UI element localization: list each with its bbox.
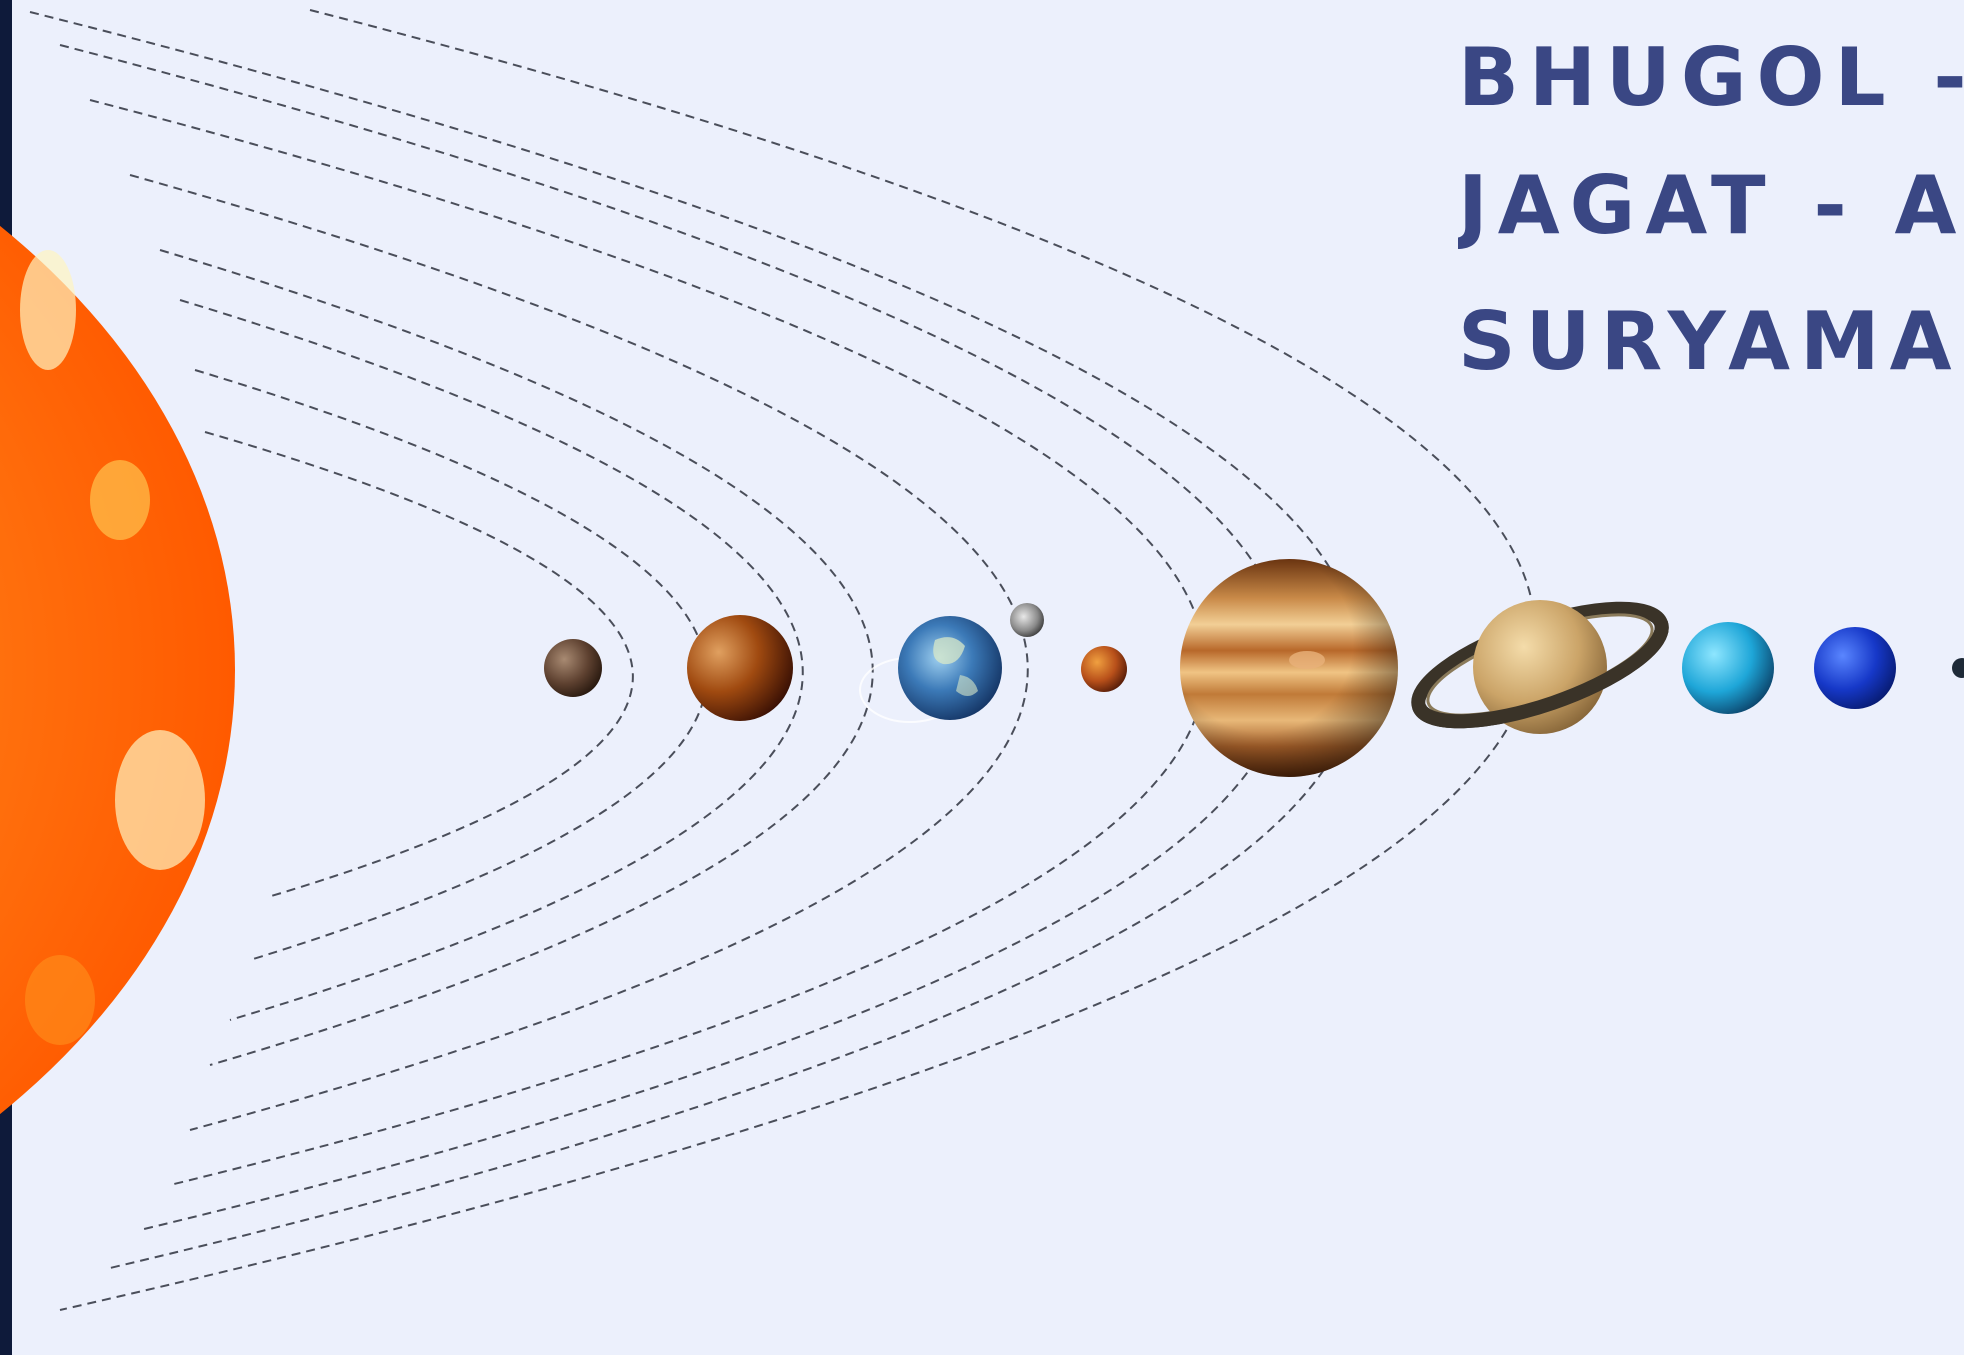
orbit-5 [129, 174, 1029, 1131]
uranus [1682, 622, 1774, 714]
orbit-2 [194, 369, 708, 961]
orbit-8 [29, 11, 1362, 1269]
moon [1010, 603, 1044, 637]
title-line-1: BHUGOL - [1458, 31, 1964, 124]
title-line-2: JAGAT - A [1458, 159, 1964, 252]
neptune [1814, 627, 1896, 709]
orbit-3 [179, 299, 804, 1021]
orbit-6 [89, 99, 1207, 1186]
orbit-4 [159, 249, 874, 1066]
mars [1081, 646, 1127, 692]
orbit-1 [204, 431, 634, 898]
page-title: BHUGOL - JAGAT - A SURYAMAL [1458, 18, 1964, 378]
saturn [1411, 600, 1669, 734]
title-line-3: SURYAMAL [1458, 295, 1964, 378]
orbit-7 [59, 44, 1289, 1231]
earth [859, 616, 1002, 723]
pluto [1952, 658, 1964, 678]
jupiter [1180, 559, 1398, 777]
venus [687, 615, 793, 721]
sun [0, 226, 235, 1114]
mercury [544, 639, 602, 697]
